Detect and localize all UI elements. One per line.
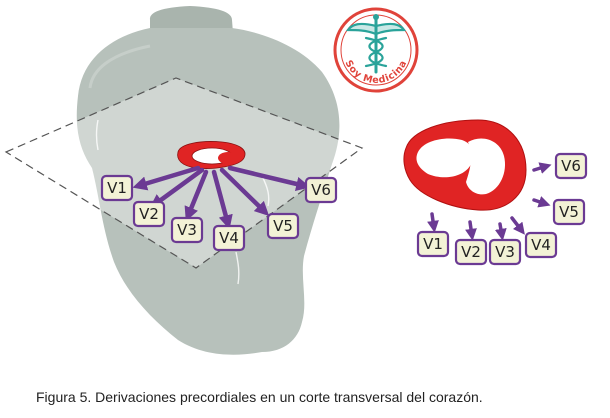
torso-lead-v6: V6 — [304, 176, 338, 204]
heart-cross-section-large — [403, 119, 527, 211]
soy-medicina-logo: Soy Medicina — [333, 7, 419, 93]
svg-text:V6: V6 — [311, 181, 331, 199]
cross-lead-v3: V3 — [488, 238, 522, 266]
svg-text:V5: V5 — [273, 217, 293, 235]
svg-text:V4: V4 — [219, 229, 239, 247]
cross-section-lead-arrows — [427, 162, 552, 241]
figure-caption: Figura 5. Derivaciones precordiales en u… — [36, 389, 483, 405]
torso-lead-v4: V4 — [212, 224, 246, 252]
svg-text:V1: V1 — [423, 235, 443, 253]
torso-lead-boxes: V1 V2 V3 V4 V5 V6 — [100, 174, 338, 252]
torso-body — [76, 28, 340, 355]
torso-lead-v1: V1 — [100, 174, 134, 202]
torso-lead-v3: V3 — [170, 216, 204, 244]
svg-text:V5: V5 — [559, 203, 579, 221]
cross-lead-v2: V2 — [454, 238, 488, 266]
heart-cross-section-small — [177, 141, 246, 169]
svg-text:V6: V6 — [561, 157, 581, 175]
svg-text:V3: V3 — [177, 221, 197, 239]
torso-lead-v5: V5 — [266, 212, 300, 240]
torso-illustration — [76, 6, 340, 355]
svg-text:V1: V1 — [107, 179, 127, 197]
svg-text:V4: V4 — [531, 236, 551, 254]
cross-lead-v4: V4 — [524, 231, 558, 259]
cross-lead-v1: V1 — [416, 230, 450, 258]
cross-lead-v5: V5 — [552, 198, 586, 226]
svg-text:V2: V2 — [461, 243, 481, 261]
torso-lead-arrows — [132, 165, 311, 230]
torso-lead-v2: V2 — [132, 200, 166, 228]
caduceus-icon — [345, 14, 407, 74]
cross-lead-v6: V6 — [554, 152, 588, 180]
svg-text:V2: V2 — [139, 205, 159, 223]
svg-text:V3: V3 — [495, 243, 515, 261]
cross-section-lead-boxes: V1 V2 V3 V4 V5 V6 — [416, 152, 588, 266]
